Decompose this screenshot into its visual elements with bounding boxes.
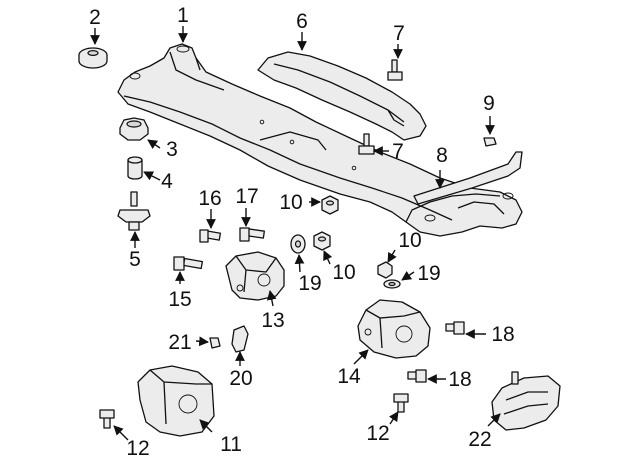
callout-10-a: 10 [279,191,302,214]
bracket-part-6 [257,51,427,141]
callout-19-a: 19 [298,272,321,295]
callout-18-upper: 18 [491,323,514,346]
callout-19-b: 19 [417,262,440,285]
callout-16: 16 [198,187,221,210]
callout-7-upper: 7 [393,22,405,45]
callout-3: 3 [166,138,178,161]
callout-21: 21 [168,331,191,354]
callout-10-b: 10 [332,261,355,284]
crossmember-part-1 [117,43,523,237]
callout-labels: 2 1 6 7 7 3 4 5 8 9 10 10 10 19 19 16 17… [89,4,515,460]
bolt-part-17 [239,227,265,242]
callout-11: 11 [220,433,242,456]
callout-9: 9 [483,92,495,115]
callout-6: 6 [296,10,308,33]
bolt-part-12-right [393,393,409,413]
callout-12-left: 12 [126,437,149,460]
callout-22: 22 [468,428,491,451]
insulator-part-5 [117,191,151,231]
mount-part-11 [137,365,215,437]
grommet-part-2 [78,47,108,69]
bolt-part-18-lower [407,369,427,383]
clip-part-20 [231,325,249,353]
leader-lines [90,26,501,441]
insulator-part-3 [119,117,149,141]
callout-4: 4 [161,170,173,193]
callout-2: 2 [89,6,101,29]
nut-part-21 [209,337,221,349]
callout-7-lower: 7 [392,140,404,163]
sleeve-part-4 [127,156,143,180]
callout-1: 1 [177,4,189,27]
bolt-part-18-upper [445,321,465,335]
bolt-part-7-upper [387,59,403,81]
callout-17: 17 [235,185,258,208]
bracket-part-13 [225,251,285,301]
bolt-part-9 [483,137,497,147]
washer-part-19-a [290,234,306,254]
callout-5: 5 [129,248,141,271]
callout-13: 13 [261,309,284,332]
washer-part-19-b [383,279,401,289]
nut-part-10-c [377,261,393,279]
shield-part-22 [491,371,561,431]
bolt-part-12-left [99,409,115,429]
callout-18-lower: 18 [448,368,471,391]
nut-part-10-b [313,231,331,251]
callout-12-right: 12 [366,422,389,445]
nut-part-10-a [321,195,339,215]
callout-15: 15 [168,288,191,311]
bolt-part-16 [199,229,222,243]
bar-part-8 [413,151,523,205]
bolt-part-15 [173,256,204,271]
callout-14: 14 [337,365,361,388]
callout-8: 8 [436,144,448,167]
bracket-part-14 [357,299,431,359]
callout-20: 20 [229,367,252,390]
callout-10-c: 10 [398,229,421,252]
